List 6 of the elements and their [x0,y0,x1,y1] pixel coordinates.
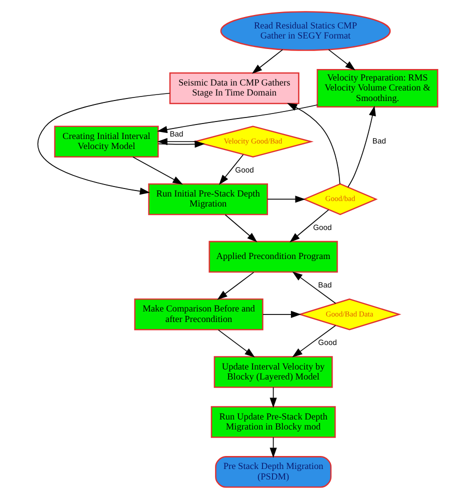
edge-label: Good [234,165,254,174]
edge-label: Good [312,222,332,232]
edge-label: Bad [318,280,332,290]
edge-label: Good [318,338,336,348]
edge-label: Bad [169,130,183,139]
edge-label: Bad [372,136,386,146]
